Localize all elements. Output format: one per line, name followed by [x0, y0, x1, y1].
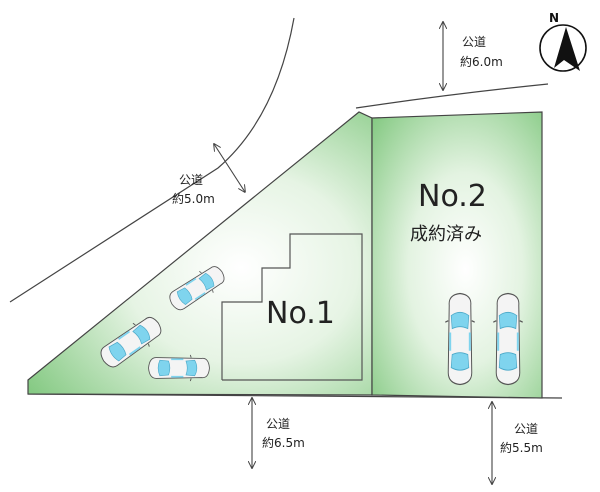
lot-no1-area — [27, 111, 373, 396]
north-road-width: 約6.0m — [460, 54, 503, 69]
south-right-road-name: 公道 — [514, 422, 538, 436]
west-road-width: 約5.0m — [172, 191, 215, 206]
south-left-road-name: 公道 — [266, 417, 290, 431]
car-no2-b — [491, 292, 525, 386]
west-road-width-arrow — [214, 144, 245, 192]
north-road-name: 公道 — [462, 35, 486, 49]
lot-no2-label: No.2 — [418, 179, 487, 214]
compass-needle-icon — [554, 27, 580, 71]
compass-north-label: N — [549, 11, 559, 25]
north-road-outer-edge — [355, 83, 549, 109]
south-right-road-width: 約5.5m — [500, 440, 543, 455]
car-no2-a — [443, 292, 477, 386]
lot-no1-label: No.1 — [266, 296, 335, 331]
compass-ring — [539, 24, 587, 72]
west-road-name: 公道 — [179, 173, 203, 187]
car-no1-c — [147, 354, 211, 382]
house-footprint-no1 — [221, 233, 363, 381]
south-left-road-width: 約6.5m — [262, 435, 305, 450]
north-compass: N — [539, 11, 587, 72]
lot-no2-status: 成約済み — [410, 224, 482, 245]
